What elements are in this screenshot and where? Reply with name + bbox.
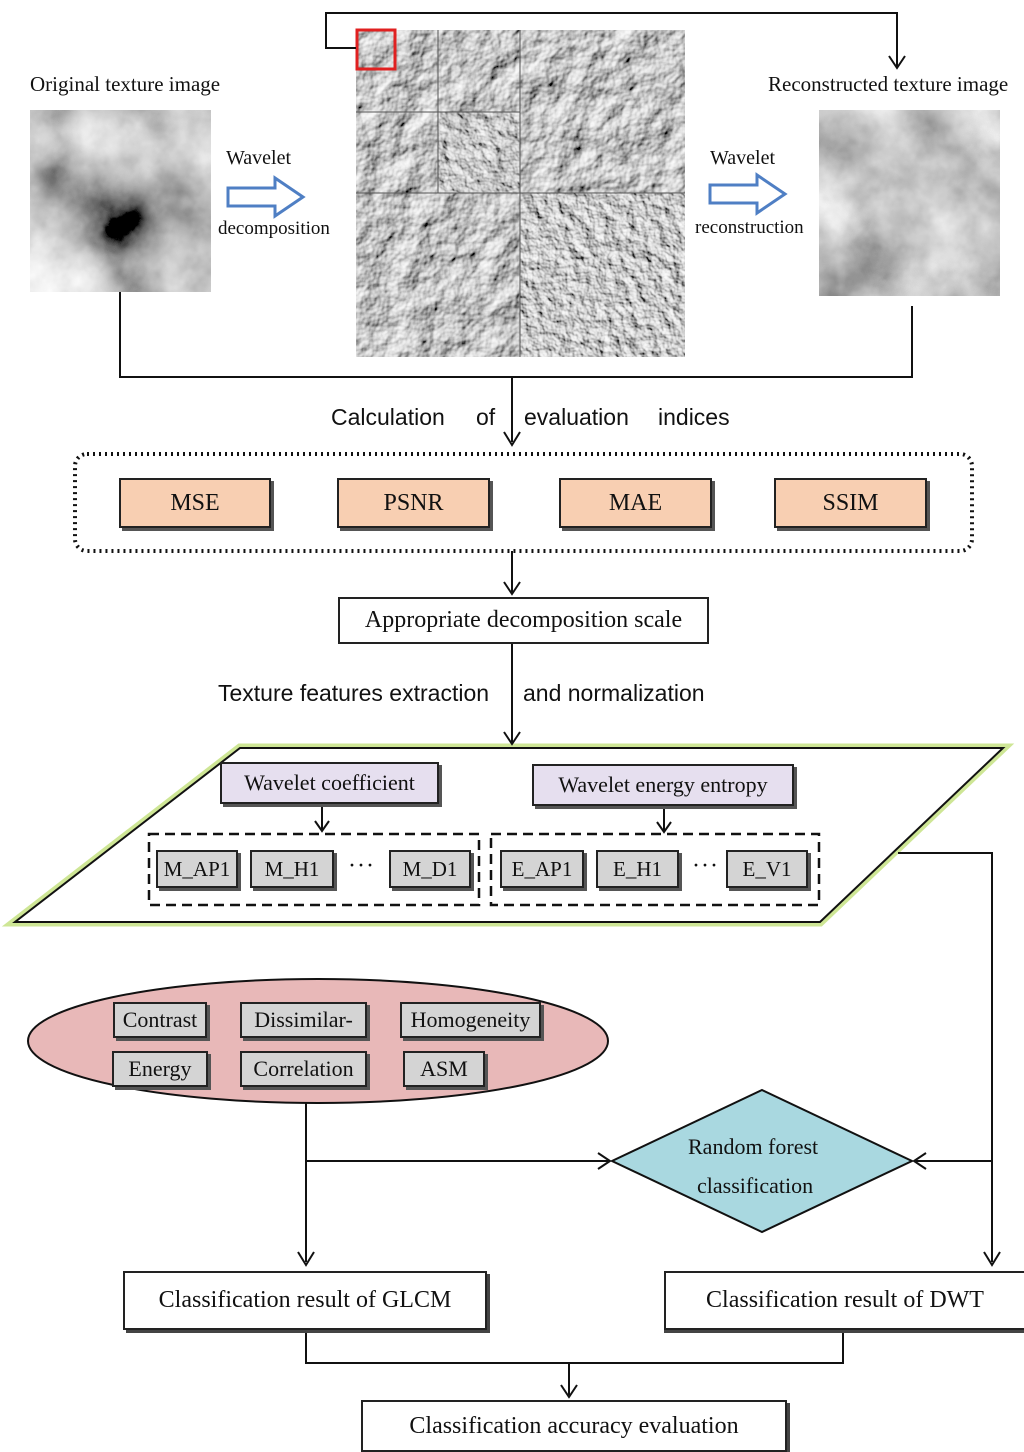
reconstruction-arrow xyxy=(708,172,788,216)
index-mae: MAE xyxy=(559,478,712,528)
extraction-caption-right: and normalization xyxy=(523,680,705,706)
feature-m-d1: M_D1 xyxy=(389,850,471,888)
reconstruction-label-line2: reconstruction xyxy=(695,217,804,238)
evaluation-caption-2: of xyxy=(476,404,496,430)
evaluation-caption-3: evaluation xyxy=(524,404,629,430)
index-mse: MSE xyxy=(119,478,271,528)
decomposition-arrow xyxy=(226,175,306,219)
wavelet-energy-entropy-box: Wavelet energy entropy xyxy=(532,764,794,806)
glcm-result-box: Classification result of GLCM xyxy=(123,1271,487,1330)
accuracy-evaluation-box: Classification accuracy evaluation xyxy=(361,1400,787,1452)
feature-e-h1: E_H1 xyxy=(596,850,679,888)
evaluation-caption-4: indices xyxy=(658,404,730,430)
original-texture-image xyxy=(30,110,211,292)
glcm-contrast: Contrast xyxy=(113,1002,207,1038)
original-image-label: Original texture image xyxy=(30,72,221,96)
glcm-energy: Energy xyxy=(112,1051,208,1087)
reconstructed-texture-image xyxy=(819,110,1000,296)
reconstructed-image-label: Reconstructed texture image xyxy=(768,72,1009,96)
top-feedback-connector xyxy=(325,12,898,66)
top-graphics xyxy=(30,12,1000,378)
glcm-dissimilarity: Dissimilar- xyxy=(240,1002,367,1038)
dwt-result-box: Classification result of DWT xyxy=(664,1271,1024,1330)
classifier-diamond xyxy=(609,1088,915,1234)
bottom-bracket-connector xyxy=(119,292,913,378)
decomposition-scale-box: Appropriate decomposition scale xyxy=(338,597,709,644)
highlight-square xyxy=(355,28,397,71)
feature-m-ap1: M_AP1 xyxy=(156,850,238,888)
classifier-label-line1: Random forest xyxy=(688,1134,819,1159)
wavelet-coefficient-box: Wavelet coefficient xyxy=(220,762,439,804)
feature-e-ap1: E_AP1 xyxy=(500,850,584,888)
extraction-caption-left: Texture features extraction xyxy=(218,680,490,706)
glcm-correlation: Correlation xyxy=(240,1051,367,1087)
classifier-label-line2: classification xyxy=(697,1173,814,1198)
decomposition-label-line1: Wavelet xyxy=(226,147,292,169)
feature-e-v1: E_V1 xyxy=(726,850,808,888)
index-ssim: SSIM xyxy=(774,478,927,528)
glcm-asm: ASM xyxy=(403,1051,485,1087)
coefficient-ellipsis: ··· xyxy=(348,853,375,879)
wavelet-decomposition-image xyxy=(355,28,685,357)
entropy-dashed-group xyxy=(489,832,821,907)
decomposition-label-line2: decomposition xyxy=(218,218,330,239)
evaluation-caption-1: Calculation xyxy=(331,404,445,430)
entropy-ellipsis: ··· xyxy=(692,853,719,879)
glcm-homogeneity: Homogeneity xyxy=(400,1002,541,1038)
coefficient-dashed-group xyxy=(147,832,481,907)
feature-m-h1: M_H1 xyxy=(250,850,334,888)
reconstruction-label-line1: Wavelet xyxy=(710,147,776,169)
index-psnr: PSNR xyxy=(337,478,490,528)
